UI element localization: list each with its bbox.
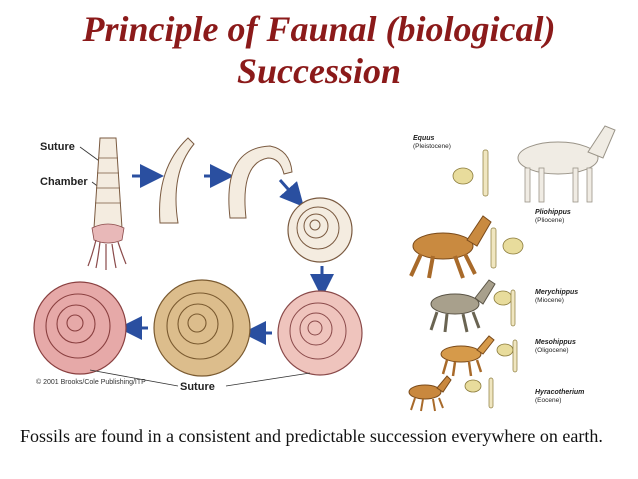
title-line-2: Succession xyxy=(236,51,402,91)
curved-shell xyxy=(159,137,195,224)
hyracotherium-foot-bone xyxy=(488,377,494,409)
ammonite-pink-left xyxy=(33,281,127,375)
suture-leader-right xyxy=(225,372,311,387)
chamber-label: Chamber xyxy=(40,176,88,188)
mesohippus-epoch-label: (Oligocene) xyxy=(535,347,569,354)
pliohippus-epoch-label: (Pliocene) xyxy=(535,217,564,224)
stage-mesohippus: Mesohippus (Oligocene) xyxy=(440,335,576,377)
stage-merychippus: Merychippus (Miocene) xyxy=(429,279,578,333)
copyright-notice: © 2001 Brooks/Cole Publishing/ITP xyxy=(36,378,146,386)
pliohippus-tooth xyxy=(502,237,524,255)
pliohippus-foot-bone xyxy=(490,227,497,269)
equus-foot-bone xyxy=(482,149,489,197)
hyracotherium-genus-label: Hyracotherium xyxy=(535,389,584,396)
hyracotherium-epoch-label: (Eocene) xyxy=(535,397,561,404)
ammonite-tan-middle xyxy=(153,279,251,377)
pliohippus-horse-icon xyxy=(409,215,492,279)
merychippus-epoch-label: (Miocene) xyxy=(535,297,564,304)
merychippus-genus-label: Merychippus xyxy=(535,289,578,296)
mesohippus-tooth xyxy=(496,343,514,357)
merychippus-horse-icon xyxy=(429,279,496,333)
straight-shell-orthocone xyxy=(87,137,127,270)
arrow-3 xyxy=(278,179,304,207)
title-line-1: Principle of Faunal (biological) xyxy=(82,9,556,49)
equus-epoch-label: (Pleistocene) xyxy=(413,143,451,150)
merychippus-tooth xyxy=(493,290,513,306)
mesohippus-genus-label: Mesohippus xyxy=(535,339,576,346)
merychippus-foot-bone xyxy=(510,289,516,327)
slide-title: Principle of Faunal (biological) Success… xyxy=(0,8,638,92)
ammonite-evolution-figure: Suture Chamber xyxy=(33,137,363,393)
suture-leader-left xyxy=(89,369,179,387)
coiled-shell xyxy=(287,197,353,263)
horse-evolution-figure: Equus (Pleistocene) Pliohippus (Pliocene… xyxy=(408,125,616,412)
hyracotherium-horse-icon xyxy=(408,375,452,412)
caption-paragraph: Fossils are found in a consistent and pr… xyxy=(20,426,603,446)
equus-genus-label: Equus xyxy=(413,135,434,142)
mesohippus-foot-bone xyxy=(512,339,518,373)
stage-pliohippus: Pliohippus (Pliocene) xyxy=(409,209,571,279)
suture-label-bottom: Suture xyxy=(180,381,215,393)
stage-hyracotherium: Hyracotherium (Eocene) xyxy=(408,375,584,412)
suture-label-top: Suture xyxy=(40,141,75,153)
equus-horse-icon xyxy=(517,125,616,203)
hooked-shell xyxy=(228,145,293,219)
stage-equus: Equus (Pleistocene) xyxy=(413,125,616,203)
equus-tooth xyxy=(452,167,474,185)
hyracotherium-tooth xyxy=(464,379,482,393)
mesohippus-horse-icon xyxy=(440,335,495,377)
pliohippus-genus-label: Pliohippus xyxy=(535,209,571,216)
ammonite-pink-right xyxy=(277,290,363,376)
